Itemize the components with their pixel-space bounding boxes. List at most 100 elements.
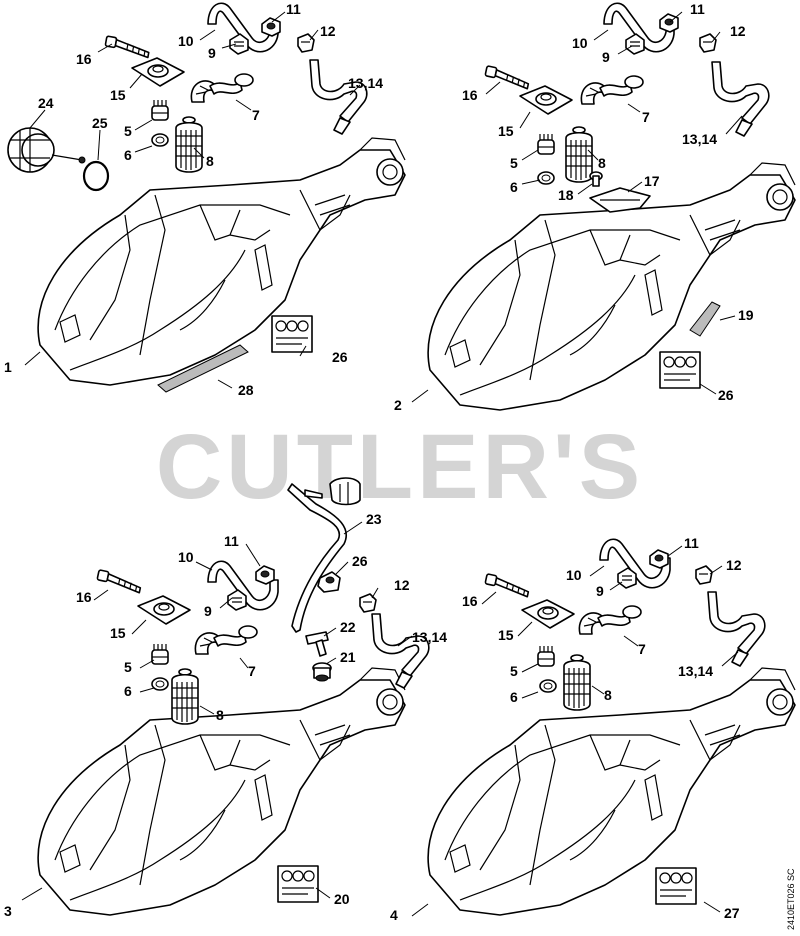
label-8: 8 (598, 155, 606, 171)
watermark-text: CUTLER'S (156, 416, 644, 518)
label-15: 15 (110, 625, 126, 641)
bolt-part-16 (95, 569, 144, 594)
fitting-part-9 (617, 567, 637, 589)
cover-part-17 (589, 187, 651, 213)
label-3: 3 (4, 903, 12, 919)
strip-part-19 (689, 301, 721, 337)
hose-part-13-14 (309, 59, 368, 135)
label-7: 7 (252, 107, 260, 123)
ring-part-6 (537, 171, 555, 185)
label-5: 5 (124, 659, 132, 675)
hose-part-13-14 (707, 591, 766, 667)
label-6: 6 (124, 683, 132, 699)
label-5: 5 (510, 663, 518, 679)
ring-part-6 (151, 133, 169, 147)
bolt-part-16 (103, 35, 152, 59)
fitting-part-12 (695, 565, 713, 585)
label-18: 18 (558, 187, 574, 203)
label-8: 8 (216, 707, 224, 723)
label-4: 4 (390, 907, 398, 923)
decal-part-26 (277, 865, 319, 903)
label-2: 2 (394, 397, 402, 413)
ring-part-6 (151, 677, 169, 691)
label-12: 12 (730, 23, 746, 39)
label-23: 26 (352, 553, 368, 569)
hose-part-7 (194, 625, 258, 655)
fitting-part-9 (229, 33, 249, 55)
label-19: 19 (738, 307, 754, 323)
label-16: 16 (462, 593, 478, 609)
quadrant-1: 16 15 5 6 8 7 10 9 11 12 13,14 24 25 1 2… (4, 1, 406, 398)
strip-part-28 (157, 344, 249, 393)
valve-part-5 (537, 645, 555, 667)
label-15: 15 (498, 627, 514, 643)
grommet-part-11 (659, 13, 679, 33)
label-13-14: 13,14 (678, 663, 713, 679)
quadrant-4: 16 15 5 6 8 7 10 9 11 12 13,14 4 27 (390, 535, 796, 923)
label-6: 6 (510, 179, 518, 195)
label-8: 8 (604, 687, 612, 703)
label-12: 12 (726, 557, 742, 573)
label-24: 24 (38, 95, 54, 111)
label-9: 9 (204, 603, 212, 619)
bolt-part-16 (483, 573, 532, 598)
label-22: 23 (366, 511, 382, 527)
grommet-part-11 (649, 549, 669, 569)
valve-part-5 (151, 99, 169, 121)
label-10: 10 (178, 549, 194, 565)
label-17: 17 (644, 173, 660, 189)
label-15: 15 (498, 123, 514, 139)
label-9: 9 (208, 45, 216, 61)
seal-ring-part-25 (82, 160, 110, 192)
label-10: 10 (566, 567, 582, 583)
fitting-part-12 (359, 593, 377, 613)
hose-part-13-14 (711, 61, 770, 137)
label-27: 27 (724, 905, 740, 921)
label-21: 22 (340, 619, 356, 635)
label-6: 6 (510, 689, 518, 705)
fitting-part-12 (699, 33, 717, 53)
label-10: 10 (178, 33, 194, 49)
ring-part-6 (539, 679, 557, 693)
label-15: 15 (110, 87, 126, 103)
label-7: 7 (248, 663, 256, 679)
tee-part-21 (305, 631, 329, 657)
hose-part-13-14 (371, 613, 430, 689)
hose-part-7 (580, 75, 644, 105)
label-16: 16 (76, 51, 92, 67)
label-13-14: 13,14 (412, 629, 447, 645)
fuel-cap-part-24 (7, 127, 86, 173)
valve-part-20 (312, 662, 332, 682)
grommet-part-11 (255, 565, 275, 585)
filter-part-8 (171, 668, 199, 725)
label-11: 11 (690, 1, 705, 17)
label-11: 11 (224, 533, 239, 549)
label-7: 7 (638, 641, 646, 657)
fitting-part-9 (625, 33, 645, 55)
valve-part-5 (537, 133, 555, 155)
fitting-part-9 (227, 589, 247, 611)
label-28: 28 (238, 382, 254, 398)
label-1: 1 (4, 359, 12, 375)
screw-part-18 (589, 171, 603, 187)
label-13-14: 13,14 (682, 131, 717, 147)
decal-part-27 (655, 867, 697, 905)
hose-part-7 (578, 605, 642, 635)
label-8: 8 (206, 153, 214, 169)
label-11: 11 (286, 1, 301, 17)
label-16: 16 (462, 87, 478, 103)
label-26: 26 (332, 349, 348, 365)
plate-part-15 (519, 85, 573, 115)
label-13-14: 13,14 (348, 75, 383, 91)
tank-housing-part-3 (37, 667, 406, 916)
label-5: 5 (510, 155, 518, 171)
tank-housing-part-4 (427, 667, 796, 916)
hose-part-7 (190, 73, 254, 103)
grommet-part-11 (261, 17, 281, 37)
grommet-part-23 (317, 571, 341, 593)
filter-part-8 (175, 116, 203, 173)
fitting-part-12 (297, 33, 315, 53)
label-9: 9 (596, 583, 604, 599)
filter-part-8 (563, 654, 591, 711)
label-16: 16 (76, 589, 92, 605)
